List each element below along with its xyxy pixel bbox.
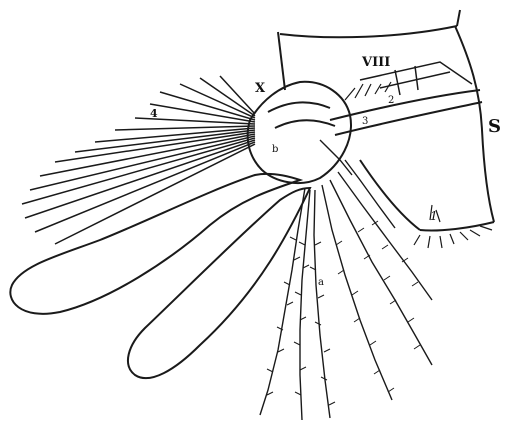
anal-segment-x: [248, 82, 351, 183]
segment-viii-label: VIII: [361, 55, 390, 70]
side-label: S: [488, 116, 501, 137]
hair-3-label: 3: [362, 116, 368, 127]
segment-viii-small-hairs: [345, 82, 492, 248]
hair-2-label: 2: [388, 95, 394, 106]
dorsal-brush-hairs: [22, 76, 255, 244]
hair-b-label: b: [272, 144, 278, 155]
ventral-brush-barbs: [267, 221, 420, 405]
segment-x-label: X: [255, 81, 266, 96]
hair-4-label: 4: [150, 107, 158, 120]
hair-a-label: a: [318, 277, 324, 288]
hair-1-label: 1: [430, 209, 438, 223]
